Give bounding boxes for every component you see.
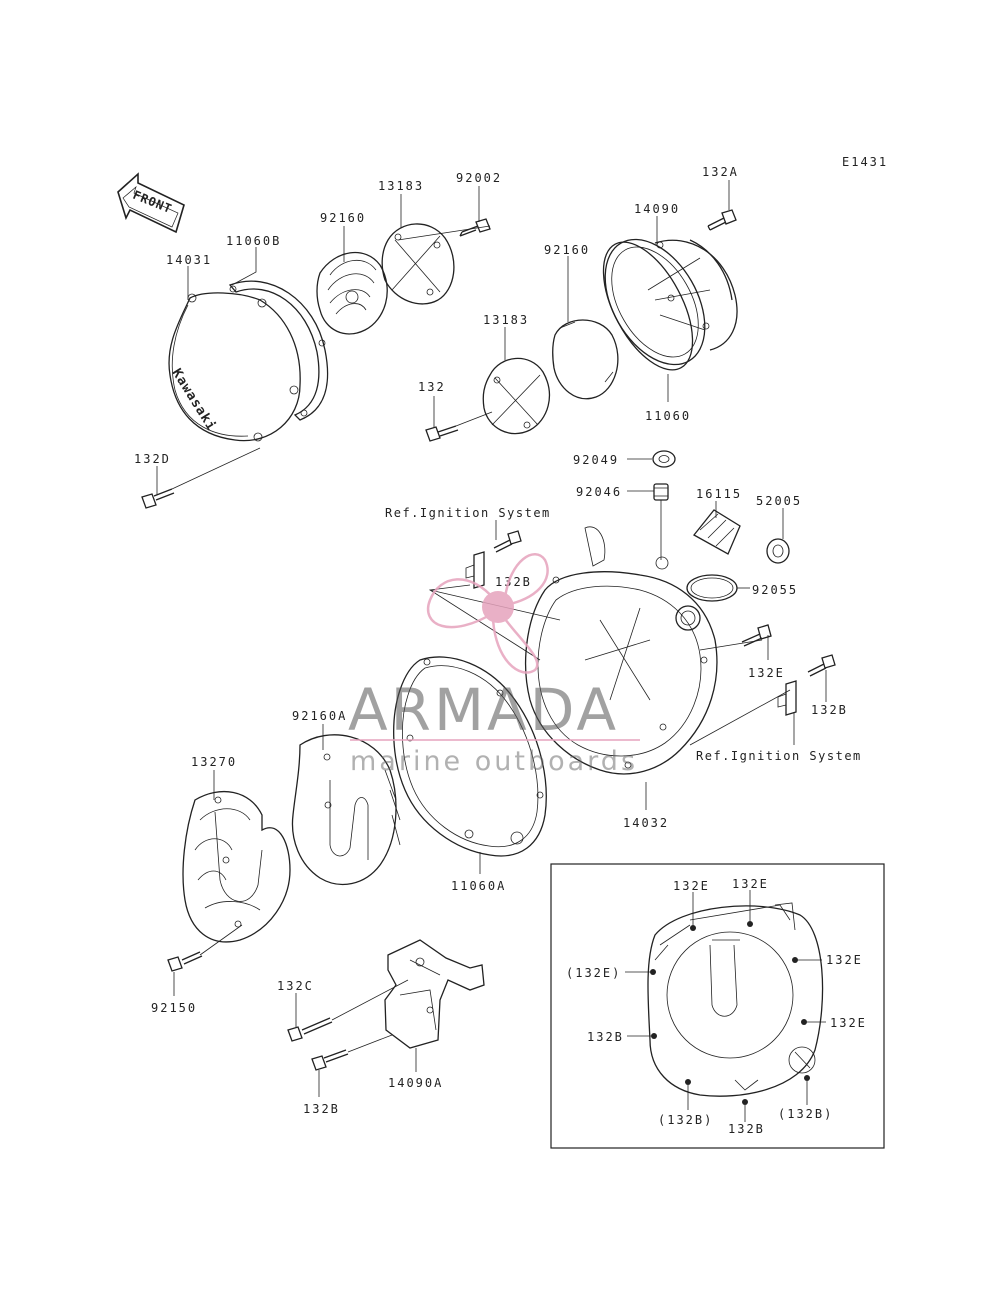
- diagram-code: E1431: [842, 155, 888, 169]
- bolt-132b-right: [807, 654, 836, 677]
- plate-13183-mid: [482, 357, 551, 435]
- callout-13183-mid: 13183: [483, 313, 529, 327]
- callout-92160-mid: 92160: [544, 243, 590, 257]
- callout-92002: 92002: [456, 171, 502, 185]
- bolt-92150: [167, 951, 203, 972]
- watermark-title: ARMADA: [348, 676, 619, 744]
- callout-11060a: 11060A: [451, 879, 506, 893]
- bolt-132d: [141, 488, 175, 509]
- callout-92055: 92055: [752, 583, 798, 597]
- inset-label-132e-paren: (132E): [566, 966, 621, 980]
- ring-92055: [686, 574, 738, 602]
- inset-label-132e-2: 132E: [732, 877, 769, 891]
- plate-13183-top: [381, 223, 455, 305]
- bolt-132b-top: [493, 530, 522, 553]
- watermark: ARMADA marine outboards: [348, 553, 640, 777]
- cap-16115: [693, 509, 741, 555]
- brand-text: Kawasaki: [169, 366, 219, 434]
- cover-14090a: [384, 939, 485, 1049]
- propeller-logo-icon: [426, 553, 549, 674]
- callout-13270: 13270: [191, 755, 237, 769]
- callout-132b-bottom: 132B: [303, 1102, 340, 1116]
- bracket-ignition-right: [777, 680, 797, 716]
- callout-132b-right: 132B: [811, 703, 848, 717]
- bolt-132: [425, 425, 459, 442]
- bolt-92002: [459, 218, 491, 237]
- callout-92160a: 92160A: [292, 709, 347, 723]
- callout-14090a: 14090A: [388, 1076, 443, 1090]
- gasket-11060b: [228, 280, 329, 421]
- callout-132b-top: 132B: [495, 575, 532, 589]
- callout-92150: 92150: [151, 1001, 197, 1015]
- bolt-132c: [287, 1017, 333, 1042]
- plate-92160-top: [316, 251, 388, 335]
- callout-92160-top: 92160: [320, 211, 366, 225]
- callout-14032: 14032: [623, 816, 669, 830]
- callout-132c: 132C: [277, 979, 314, 993]
- inset-bolt-layout: 132E 132E 132E (132E) 132E 132B (132B) 1…: [550, 863, 885, 1149]
- housing-14090: [604, 238, 738, 366]
- callout-11060b: 11060B: [226, 234, 281, 248]
- bolt-132e: [741, 624, 772, 647]
- callout-ref-ignition-top: Ref.Ignition System: [385, 506, 551, 520]
- gasket-11060a: [393, 656, 547, 857]
- cover-14031: Kawasaki: [168, 292, 301, 442]
- callout-13183-top: 13183: [378, 179, 424, 193]
- callout-92049: 92049: [573, 453, 619, 467]
- bolt-132b-bottom: [311, 1049, 349, 1071]
- seal-92049: [652, 450, 676, 468]
- callout-11060: 11060: [645, 409, 691, 423]
- watermark-subtitle: marine outboards: [350, 746, 638, 777]
- inset-label-132b-2: 132B: [728, 1122, 765, 1136]
- callout-14031: 14031: [166, 253, 212, 267]
- inset-label-132e-4: 132E: [830, 1016, 867, 1030]
- seal-52005: [766, 538, 790, 564]
- callout-16115: 16115: [696, 487, 742, 501]
- plate-92160a: [291, 734, 401, 886]
- inset-label-132e-3: 132E: [826, 953, 863, 967]
- inset-label-132b-paren-2: (132B): [778, 1107, 833, 1121]
- inset-label-132b-1: 132B: [587, 1030, 624, 1044]
- callout-labels: 14031 11060B 92160 13183 92002 132A 1409…: [134, 165, 862, 1116]
- inset-label-132e-1: 132E: [673, 879, 710, 893]
- bracket-ignition-top: [465, 551, 485, 589]
- callout-132a: 132A: [702, 165, 739, 179]
- bolt-132a: [707, 209, 737, 231]
- callout-132d: 132D: [134, 452, 171, 466]
- callout-132: 132: [418, 380, 446, 394]
- plate-13270: [182, 790, 291, 943]
- bearing-92046: [653, 483, 669, 501]
- front-arrow-icon: FRONT: [117, 172, 185, 234]
- plate-92160-mid: [551, 319, 619, 400]
- callout-ref-ignition-right: Ref.Ignition System: [696, 749, 862, 763]
- callout-132e: 132E: [748, 666, 785, 680]
- inset-label-132b-paren-1: (132B): [658, 1113, 713, 1127]
- callout-92046: 92046: [576, 485, 622, 499]
- ring-11060: [602, 241, 694, 371]
- callout-14090: 14090: [634, 202, 680, 216]
- callout-52005: 52005: [756, 494, 802, 508]
